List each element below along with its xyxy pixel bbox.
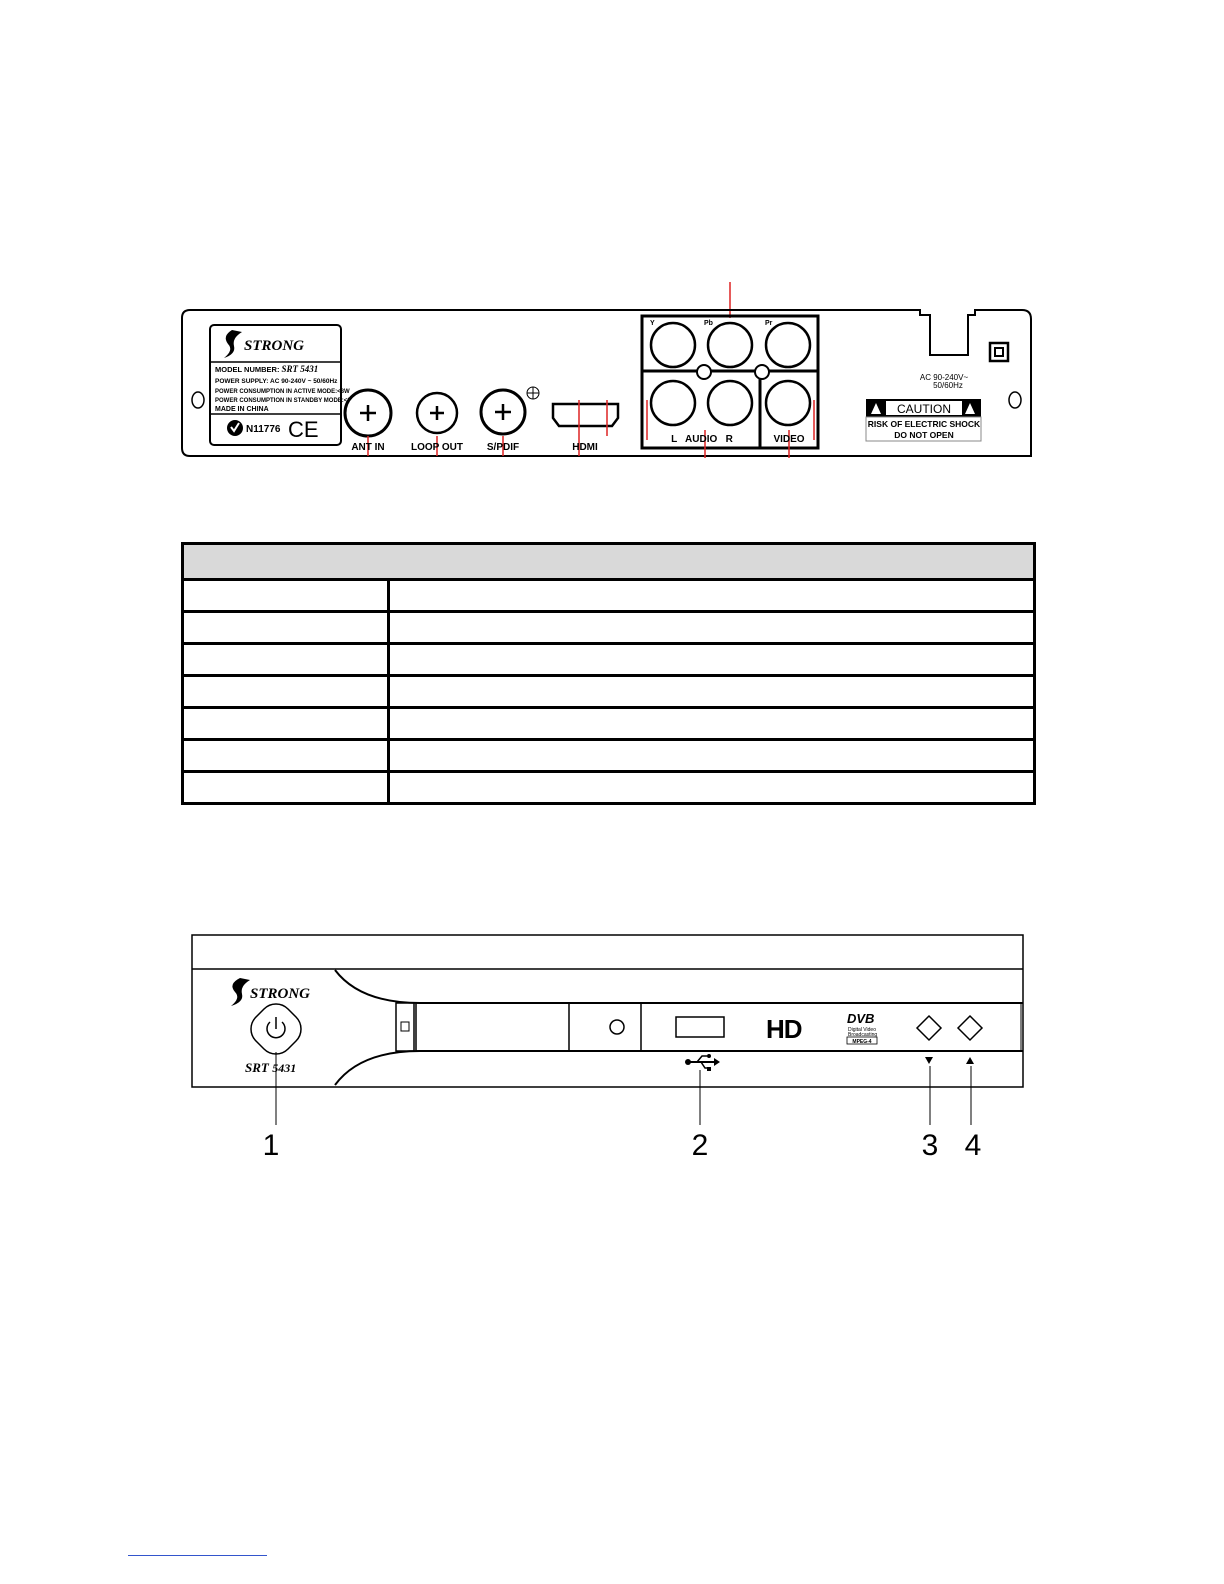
audio-r-jack [706, 379, 754, 427]
power-rating-line1: AC 90-240V~ [920, 373, 969, 382]
front-strong-swirl-icon [231, 978, 250, 1006]
label-model-prefix: MODEL NUMBER: [215, 365, 279, 374]
row-value [387, 706, 1036, 741]
power-icon [266, 1021, 286, 1039]
front-model-number: 5431 [272, 1061, 296, 1075]
table-row [181, 738, 1036, 773]
label-made-in: MADE IN CHINA [215, 406, 269, 413]
caution-label [865, 399, 982, 442]
y-jack [649, 321, 697, 369]
video-jack [764, 379, 812, 427]
channel-down-button[interactable] [915, 1014, 943, 1042]
double-insulation-icon [988, 341, 1010, 363]
power-button[interactable] [250, 1003, 302, 1055]
strong-swirl-icon [224, 330, 242, 358]
audio-label: L AUDIO R [671, 434, 733, 445]
ant-in-label: ANT IN [351, 442, 384, 453]
ce-mark-icon: CE [288, 417, 319, 442]
caution-title: CAUTION [897, 402, 951, 416]
rear-panel-outline [181, 309, 1032, 457]
spec-table [181, 542, 1036, 805]
svg-text:MODEL NUMBER: SRT 5431: MODEL NUMBER: SRT 5431 [215, 364, 318, 374]
pb-label: Pb [704, 320, 713, 327]
display-bezel [395, 1002, 415, 1052]
row-value [387, 610, 1036, 645]
row-label [181, 706, 390, 741]
dvb-sub2: Broadcasting [848, 1032, 877, 1038]
row-label [181, 642, 390, 677]
channel-up-button[interactable] [956, 1014, 984, 1042]
video-label: VIDEO [773, 434, 804, 445]
front-brand-logo: STRONG [250, 986, 310, 1002]
label-standby-mode: POWER CONSUMPTION IN STANDBY MODE:<1W [215, 398, 357, 404]
table-row [181, 642, 1036, 677]
spec-table-header [181, 542, 1036, 581]
callout-2: 2 [692, 1129, 709, 1162]
power-rating-line2: 50/60Hz [933, 381, 963, 390]
standby-led [609, 1019, 625, 1035]
row-value [387, 674, 1036, 709]
pr-label: Pr [765, 320, 773, 327]
table-row [181, 674, 1036, 709]
row-label [181, 738, 390, 773]
caution-line2: DO NOT OPEN [894, 430, 954, 440]
row-value [387, 738, 1036, 773]
row-label [181, 674, 390, 709]
row-value [387, 770, 1036, 805]
usb-icon [685, 1054, 720, 1071]
callout-1: 1 [263, 1129, 280, 1162]
hdmi-label: HDMI [572, 442, 598, 453]
front-model-prefix: SRT [245, 1060, 270, 1075]
callout-3: 3 [922, 1129, 939, 1162]
table-row [181, 578, 1036, 613]
spdif-label: S/PDIF [487, 442, 519, 453]
screw-right [754, 364, 770, 380]
ir-sensor-icon [400, 1021, 410, 1032]
callout-4: 4 [965, 1129, 982, 1162]
table-row [181, 770, 1036, 805]
rear-brand-logo: STRONG [244, 338, 304, 354]
pb-jack [706, 321, 754, 369]
y-label: Y [650, 320, 655, 327]
spdif-connector [479, 388, 527, 456]
mount-hole-left [191, 391, 205, 409]
ground-screw-icon [526, 386, 540, 400]
hdmi-port [551, 400, 620, 456]
rear-panel-diagram: STRONG MODEL NUMBER: SRT 5431 POWER SUPP… [181, 282, 1032, 458]
row-value [387, 578, 1036, 613]
ant-in-connector [343, 388, 393, 456]
front-panel-diagram: STRONG SRT 5431 HD DVB Digital Video Bro… [191, 934, 1024, 1162]
led-display [415, 1002, 570, 1052]
label-active-mode: POWER CONSUMPTION IN ACTIVE MODE:<8W [215, 389, 350, 395]
loop-out-label: LOOP OUT [411, 442, 463, 453]
label-cert-code: N11776 [246, 424, 281, 435]
up-arrow-icon [966, 1057, 974, 1064]
screw-left [696, 364, 712, 380]
footnote-rule [128, 1555, 267, 1556]
row-label [181, 578, 390, 613]
rating-label [209, 324, 342, 446]
pr-jack [764, 321, 812, 369]
row-value [387, 642, 1036, 677]
audio-l-jack [649, 379, 697, 427]
table-row [181, 706, 1036, 741]
loop-out-connector [415, 391, 459, 456]
caution-line1: RISK OF ELECTRIC SHOCK [868, 419, 981, 429]
dvb-sub3: MPEG-4 [852, 1039, 871, 1045]
table-row [181, 610, 1036, 645]
dvb-logo: DVB [847, 1011, 874, 1026]
label-power-supply: POWER SUPPLY: AC 90-240V ~ 50/60Hz [215, 378, 338, 385]
hd-logo: HD [766, 1014, 802, 1044]
svg-text:SRT 5431: SRT 5431 [245, 1060, 296, 1075]
dvb-sub1: Digital Video [848, 1027, 876, 1033]
usb-port[interactable] [675, 1016, 725, 1038]
row-label [181, 770, 390, 805]
down-arrow-icon [925, 1057, 933, 1064]
front-panel-outline [191, 934, 1024, 1088]
label-model-name: SRT 5431 [282, 364, 319, 374]
row-label [181, 610, 390, 645]
mount-hole-right [1008, 391, 1022, 409]
